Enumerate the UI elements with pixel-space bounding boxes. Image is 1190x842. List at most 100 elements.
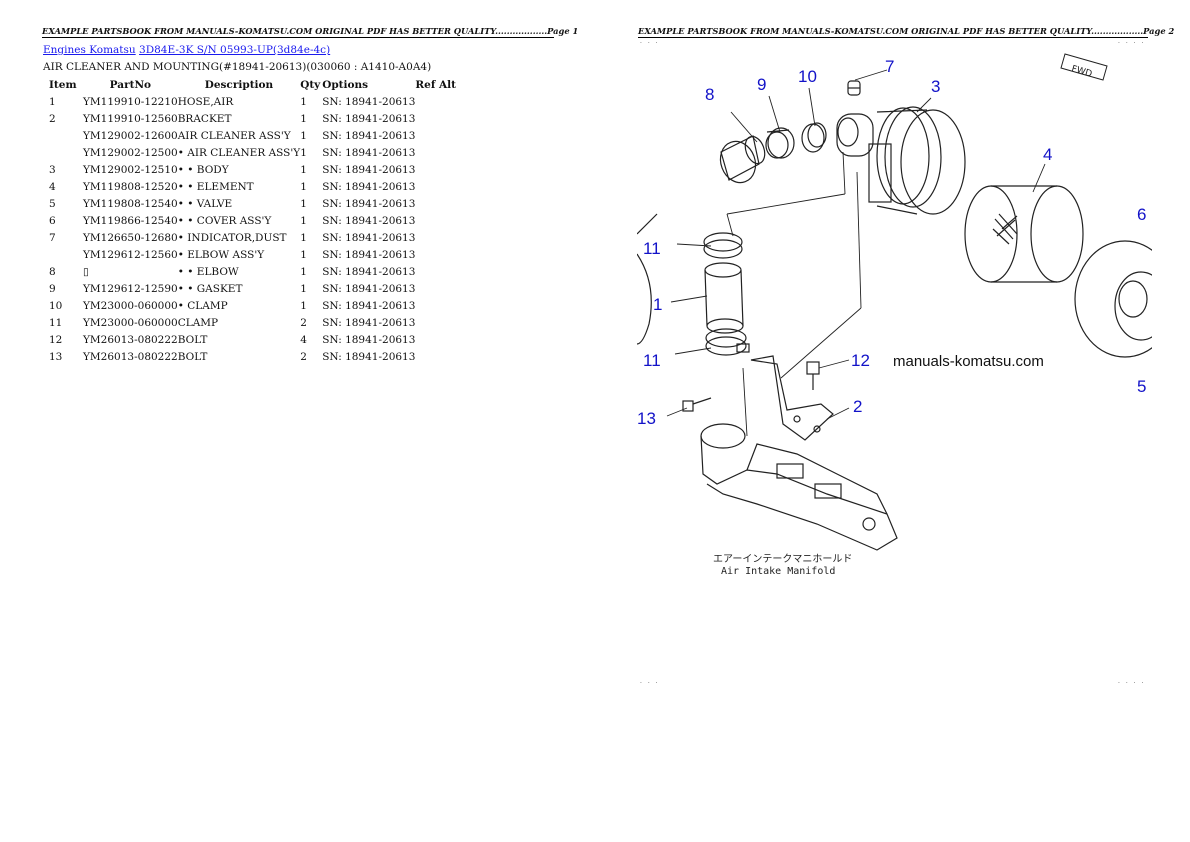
cell-ref-alt bbox=[415, 263, 465, 280]
part-10-clamp bbox=[801, 122, 827, 153]
part-1-hose bbox=[704, 262, 744, 334]
cell-ref-alt bbox=[415, 110, 465, 127]
cell-qty: 1 bbox=[300, 146, 307, 159]
cell-partno: YM129612-12590 bbox=[83, 282, 178, 295]
cell-qty: 4 bbox=[300, 333, 307, 346]
part-4-element bbox=[964, 185, 1084, 283]
cell-options: SN: 18941-20613 bbox=[322, 316, 416, 329]
cell-options: SN: 18941-20613 bbox=[322, 163, 416, 176]
cell-options: SN: 18941-20613 bbox=[322, 95, 416, 108]
callout-3: 3 bbox=[931, 77, 940, 96]
page-header: EXAMPLE PARTSBOOK FROM MANUALS-KOMATSU.C… bbox=[638, 26, 1175, 38]
cell-ref-alt bbox=[415, 229, 465, 246]
table-header-row: Item PartNo Description Qty Options Ref … bbox=[43, 76, 465, 93]
cell-ref-alt bbox=[415, 212, 465, 229]
cell-qty: 1 bbox=[300, 231, 307, 244]
cell-description: CLAMP bbox=[177, 316, 219, 329]
cell-description: BOLT bbox=[177, 350, 208, 363]
cell-qty: 2 bbox=[300, 350, 307, 363]
cell-partno: YM119910-12210 bbox=[83, 95, 178, 108]
cell-partno: YM23000-060000 bbox=[83, 316, 178, 329]
cell-item: 2 bbox=[49, 112, 56, 125]
cell-item: 7 bbox=[49, 231, 56, 244]
callout-13: 13 bbox=[637, 409, 656, 428]
cell-ref-alt bbox=[415, 178, 465, 195]
page-2: EXAMPLE PARTSBOOK FROM MANUALS-KOMATSU.C… bbox=[595, 0, 1190, 842]
cell-item bbox=[43, 246, 83, 263]
cell-description: • ELBOW ASS'Y bbox=[177, 248, 265, 261]
cell-ref-alt bbox=[415, 127, 465, 144]
cell-options: SN: 18941-20613 bbox=[322, 146, 416, 159]
cell-qty: 1 bbox=[300, 112, 307, 125]
cell-description: • • GASKET bbox=[177, 282, 243, 295]
section-title: AIR CLEANER AND MOUNTING(#18941-20613)(0… bbox=[43, 61, 432, 73]
cell-ref-alt bbox=[415, 246, 465, 263]
cell-partno: YM129612-12560 bbox=[83, 248, 178, 261]
callout-5: 5 bbox=[1137, 377, 1146, 396]
cell-options: SN: 18941-20613 bbox=[322, 197, 416, 210]
cell-partno: YM119866-12540 bbox=[83, 214, 178, 227]
cell-options: SN: 18941-20613 bbox=[322, 299, 416, 312]
part-12-bolt bbox=[806, 361, 820, 390]
cell-partno: YM119808-12520 bbox=[83, 180, 178, 193]
cell-options: SN: 18941-20613 bbox=[322, 265, 416, 278]
callout-2: 2 bbox=[853, 397, 862, 416]
breadcrumb-link-model[interactable]: 3D84E-3K S/N 05993-UP(3d84e-4c) bbox=[139, 44, 331, 56]
watermark-text: manuals-komatsu.com bbox=[893, 353, 1044, 370]
callout-7: 7 bbox=[885, 57, 894, 76]
cell-item: 9 bbox=[49, 282, 56, 295]
cell-partno: YM26013-080222 bbox=[83, 350, 178, 363]
cell-ref-alt bbox=[415, 331, 465, 348]
part-11-clamp-top bbox=[703, 232, 743, 259]
cell-description: • • COVER ASS'Y bbox=[177, 214, 272, 227]
col-header-ref-alt: Ref Alt bbox=[415, 78, 456, 91]
scan-mark: · · · · bbox=[1118, 40, 1146, 47]
cell-partno: ▯ bbox=[83, 265, 89, 278]
cell-description: AIR CLEANER ASS'Y bbox=[177, 129, 291, 142]
callout-4: 4 bbox=[1043, 145, 1052, 164]
cell-ref-alt bbox=[415, 161, 465, 178]
cell-options: SN: 18941-20613 bbox=[322, 248, 416, 261]
cell-ref-alt bbox=[415, 280, 465, 297]
svg-text:FWD: FWD bbox=[1070, 64, 1093, 79]
cell-description: • • BODY bbox=[177, 163, 229, 176]
cell-options: SN: 18941-20613 bbox=[322, 214, 416, 227]
cell-description: HOSE,AIR bbox=[177, 95, 234, 108]
cell-options: SN: 18941-20613 bbox=[322, 112, 416, 125]
callout-numbers: 7 3 8 9 10 4 6 11 1 11 12 2 5 13 bbox=[637, 57, 1146, 428]
cell-item: 11 bbox=[49, 316, 63, 329]
cell-options: SN: 18941-20613 bbox=[322, 350, 416, 363]
caption-jp: エアーインテークマニホールド bbox=[713, 553, 852, 565]
cell-description: • • VALVE bbox=[177, 197, 233, 210]
callout-9: 9 bbox=[757, 75, 766, 94]
callout-10: 10 bbox=[798, 67, 817, 86]
cell-item: 3 bbox=[49, 163, 56, 176]
cell-qty: 1 bbox=[300, 214, 307, 227]
cell-ref-alt bbox=[415, 297, 465, 314]
cell-item bbox=[43, 144, 83, 161]
cell-description: • AIR CLEANER ASS'Y bbox=[177, 146, 301, 159]
breadcrumb: Engines Komatsu 3D84E-3K S/N 05993-UP(3d… bbox=[43, 44, 330, 56]
callout-11: 11 bbox=[643, 351, 661, 370]
cell-description: • INDICATOR,DUST bbox=[177, 231, 287, 244]
fwd-arrow-icon: FWD bbox=[1060, 53, 1108, 81]
breadcrumb-link-engines[interactable]: Engines Komatsu bbox=[43, 44, 136, 56]
parts-table: Item PartNo Description Qty Options Ref … bbox=[43, 76, 465, 365]
cell-partno: YM26013-080222 bbox=[83, 333, 178, 346]
cell-qty: 1 bbox=[300, 265, 307, 278]
part-8-elbow bbox=[719, 135, 766, 184]
scan-mark: · · · · bbox=[1118, 680, 1146, 687]
cell-item bbox=[43, 127, 83, 144]
cell-ref-alt bbox=[415, 348, 465, 365]
cell-partno: YM126650-12680 bbox=[83, 231, 178, 244]
part-3-body bbox=[836, 106, 966, 215]
col-header-options: Options bbox=[322, 78, 369, 91]
cell-item: 4 bbox=[49, 180, 56, 193]
caption-en: Air Intake Manifold bbox=[721, 566, 835, 577]
cell-options: SN: 18941-20613 bbox=[322, 180, 416, 193]
